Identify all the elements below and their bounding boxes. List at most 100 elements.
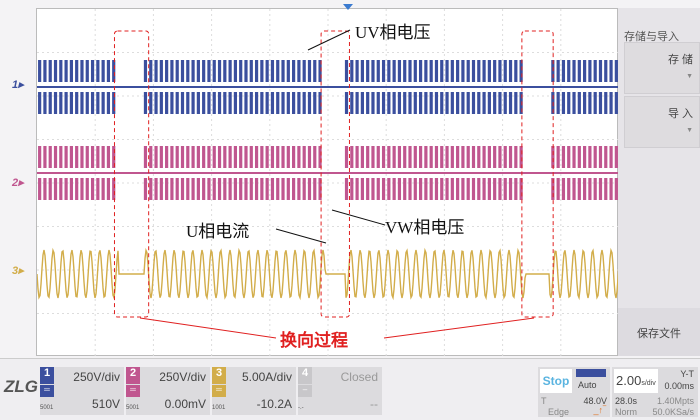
uv-voltage-pulse bbox=[408, 92, 412, 114]
save-file-button[interactable]: 保存文件 bbox=[618, 308, 700, 356]
uv-voltage-pulse bbox=[450, 92, 454, 114]
uv-voltage-pulse bbox=[239, 92, 243, 114]
channel-1-marker[interactable]: 1▸ bbox=[12, 79, 24, 91]
uv-voltage-pulse bbox=[64, 60, 68, 82]
uv-voltage-pulse bbox=[38, 92, 42, 114]
vw-voltage-pulse bbox=[508, 146, 513, 168]
bandwidth-label: 5001 bbox=[126, 405, 140, 411]
vw-voltage-pulse bbox=[239, 146, 243, 168]
vw-voltage-pulse bbox=[249, 178, 253, 200]
trigger-panel[interactable]: Stop Auto T 48.0V Edge _↑‾ bbox=[538, 367, 610, 417]
vw-voltage-pulse bbox=[244, 146, 248, 168]
uv-voltage-pulse bbox=[456, 60, 460, 82]
vw-voltage-pulse bbox=[212, 178, 216, 200]
vw-voltage-pulse bbox=[408, 178, 412, 200]
vw-voltage-pulse bbox=[307, 146, 312, 168]
vw-voltage-pulse bbox=[154, 146, 158, 168]
timebase-panel[interactable]: 2.00s/div Y-T 0.00ms 28.0s 1.40Mpts Norm… bbox=[612, 367, 698, 417]
vw-voltage-pulse bbox=[403, 146, 407, 168]
channel-4-panel[interactable]: 4 – -.- Closed -- bbox=[298, 367, 382, 415]
vw-voltage-pulse bbox=[80, 178, 84, 200]
uv-voltage-pulse bbox=[387, 92, 391, 114]
uv-voltage-pulse bbox=[276, 92, 280, 114]
vw-voltage-pulse bbox=[165, 146, 169, 168]
uv-voltage-pulse bbox=[265, 60, 269, 82]
run-stop-button[interactable]: Stop bbox=[540, 369, 572, 393]
uv-voltage-pulse bbox=[413, 60, 417, 82]
channel-1-panel[interactable]: 1 ═ 5001 250V/div 510V bbox=[40, 367, 124, 415]
vw-voltage-pulse bbox=[493, 178, 497, 200]
channel-2-marker[interactable]: 2▸ bbox=[12, 177, 24, 189]
channel-number: 3 bbox=[212, 367, 226, 384]
uv-voltage-pulse bbox=[387, 60, 391, 82]
uv-voltage-pulse bbox=[572, 92, 576, 114]
trigger-type: Edge bbox=[548, 407, 570, 417]
uv-voltage-pulse bbox=[376, 60, 380, 82]
vw-voltage-pulse bbox=[48, 146, 52, 168]
channel-3-panel[interactable]: 3 ═ 1001 5.00A/div -10.2A bbox=[212, 367, 296, 415]
uv-voltage-pulse bbox=[43, 60, 47, 82]
vw-voltage-pulse bbox=[366, 146, 370, 168]
vw-voltage-pulse bbox=[498, 178, 502, 200]
vw-voltage-pulse bbox=[445, 178, 449, 200]
timebase-scale[interactable]: 2.00s/div bbox=[614, 369, 658, 393]
vw-voltage-pulse bbox=[53, 146, 58, 168]
uv-voltage-pulse bbox=[43, 92, 47, 114]
vw-voltage-pulse bbox=[101, 146, 105, 168]
uv-voltage-pulse bbox=[371, 92, 375, 114]
vw-voltage-pulse bbox=[514, 146, 518, 168]
vw-voltage-pulse bbox=[487, 178, 491, 200]
vw-voltage-pulse bbox=[80, 146, 84, 168]
uv-voltage-pulse bbox=[503, 60, 507, 82]
uv-voltage-pulse bbox=[96, 92, 100, 114]
vw-voltage-pulse bbox=[561, 178, 566, 200]
vw-voltage-pulse bbox=[408, 146, 412, 168]
vw-voltage-pulse bbox=[223, 178, 227, 200]
import-button[interactable]: 导 入▼ bbox=[624, 96, 700, 148]
trigger-source: T bbox=[541, 396, 547, 406]
uv-voltage-pulse bbox=[392, 92, 396, 114]
vw-voltage-pulse bbox=[69, 178, 73, 200]
uv-voltage-pulse bbox=[196, 60, 200, 82]
vw-voltage-pulse bbox=[38, 146, 42, 168]
uv-voltage-pulse bbox=[403, 60, 407, 82]
uv-voltage-pulse bbox=[413, 92, 417, 114]
uv-voltage-pulse bbox=[96, 60, 100, 82]
vw-voltage-pulse bbox=[429, 178, 433, 200]
vw-voltage-pulse bbox=[180, 146, 185, 168]
uv-voltage-pulse bbox=[350, 92, 354, 114]
vw-voltage-pulse bbox=[350, 178, 354, 200]
vw-voltage-pulse bbox=[297, 146, 301, 168]
vw-voltage-pulse bbox=[276, 178, 280, 200]
uv-voltage-pulse bbox=[556, 60, 560, 82]
vw-voltage-pulse bbox=[604, 146, 608, 168]
vw-voltage-pulse bbox=[387, 178, 391, 200]
channel-number: 2 bbox=[126, 367, 140, 384]
uv-voltage-pulse bbox=[381, 60, 386, 82]
uv-voltage-pulse bbox=[593, 92, 597, 114]
channel-3-marker[interactable]: 3▸ bbox=[12, 265, 24, 277]
uv-voltage-pulse bbox=[418, 92, 423, 114]
store-button[interactable]: 存 储▼ bbox=[624, 42, 700, 94]
vw-voltage-pulse bbox=[159, 146, 163, 168]
uv-voltage-pulse bbox=[202, 92, 206, 114]
annotation-uv-voltage: UV相电压 bbox=[355, 23, 431, 42]
vw-voltage-pulse bbox=[583, 178, 587, 200]
vw-voltage-pulse bbox=[471, 146, 476, 168]
channel-2-panel[interactable]: 2 ═ 5001 250V/div 0.00mV bbox=[126, 367, 210, 415]
trigger-level: 48.0V bbox=[583, 396, 607, 406]
uv-voltage-pulse bbox=[561, 60, 566, 82]
vw-voltage-pulse bbox=[217, 146, 222, 168]
vw-voltage-pulse bbox=[233, 178, 238, 200]
uv-voltage-pulse bbox=[64, 92, 68, 114]
uv-voltage-pulse bbox=[292, 60, 296, 82]
vw-voltage-pulse bbox=[551, 146, 555, 168]
uv-voltage-pulse bbox=[482, 92, 486, 114]
uv-voltage-pulse bbox=[461, 92, 465, 114]
vw-voltage-pulse bbox=[286, 146, 290, 168]
uv-voltage-pulse bbox=[186, 92, 190, 114]
vw-voltage-pulse bbox=[344, 146, 349, 168]
vertical-offset: -- bbox=[370, 397, 378, 411]
uv-voltage-pulse bbox=[159, 60, 163, 82]
